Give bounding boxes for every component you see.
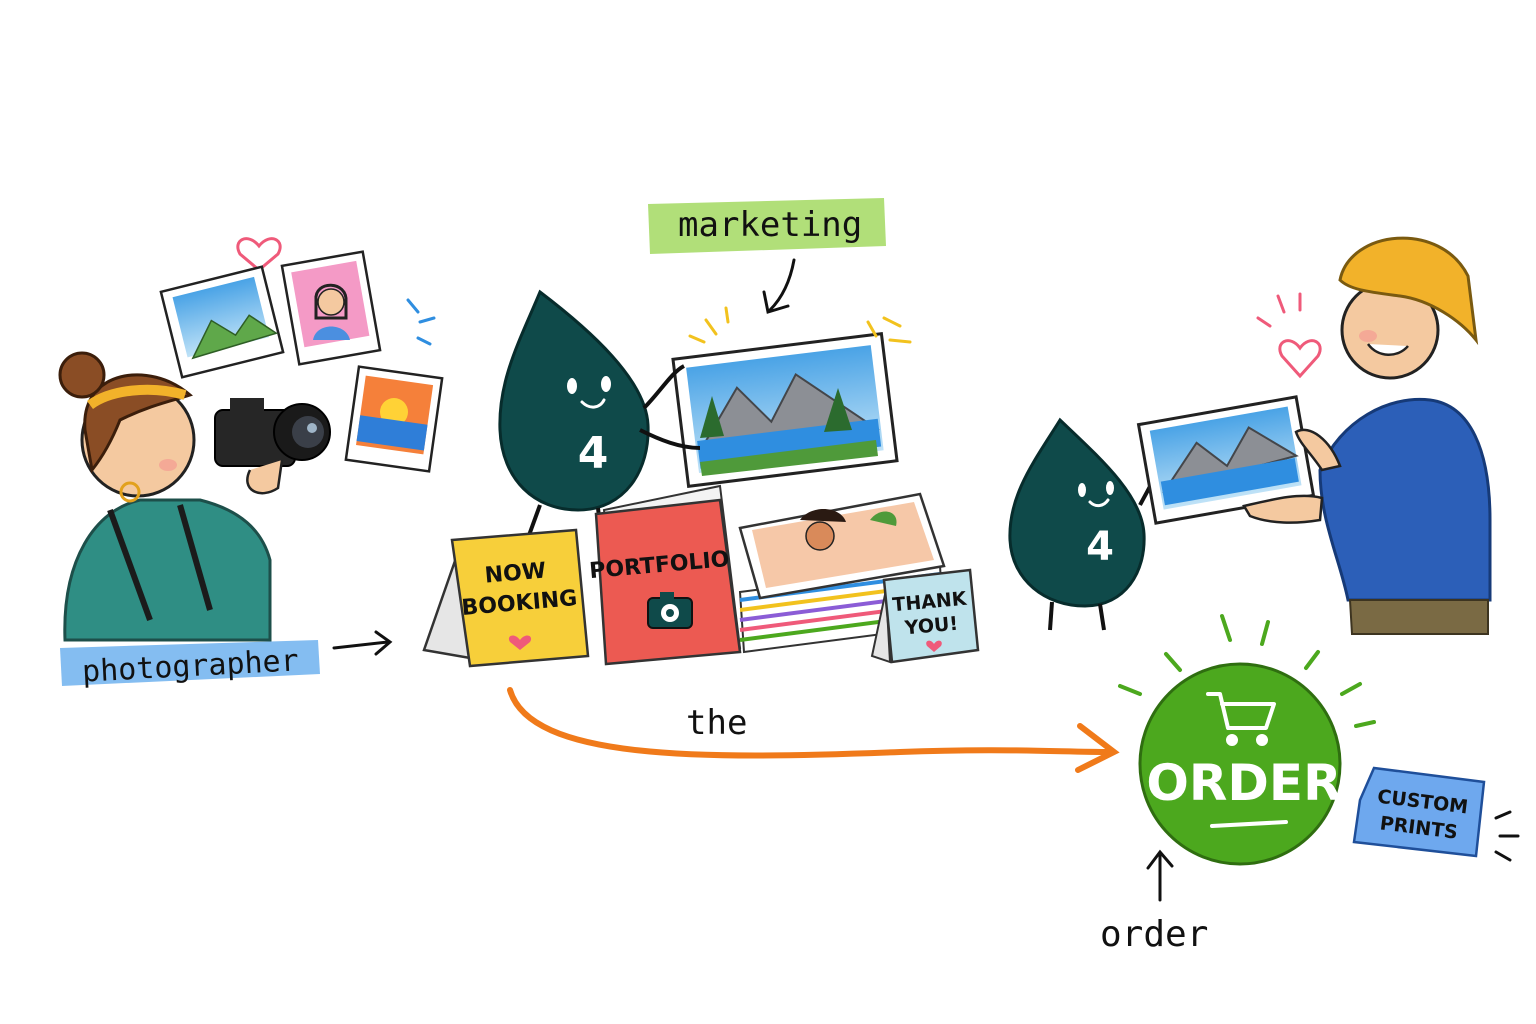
photo-landscape-polaroid (159, 265, 285, 379)
photo-sunset-polaroid (344, 365, 444, 473)
arrow-right-icon (332, 630, 393, 656)
now-booking-card: NOW BOOKING (422, 528, 590, 668)
portfolio-booklet: PORTFOLIO (588, 484, 742, 666)
flow-arrow (507, 687, 1120, 773)
order-label: order (1100, 914, 1208, 955)
sparkle-icon (406, 298, 436, 346)
order-button-label: ORDER (1146, 754, 1341, 812)
marketing-label: marketing (648, 198, 886, 254)
thank-you-card: THANK YOU! (870, 568, 980, 664)
camera-icon (214, 398, 331, 495)
thank-you-text-2: YOU! (903, 613, 959, 640)
mascot-number: 4 (578, 428, 609, 479)
sparkle-icon (1118, 614, 1376, 728)
marketing-text: marketing (678, 205, 862, 245)
custom-prints-tag: CUSTOM PRINTS (1352, 766, 1486, 858)
customer-figure (1242, 236, 1492, 635)
landscape-print (671, 332, 899, 488)
order-button[interactable]: ORDER (1138, 662, 1342, 866)
mascot-number: 4 (1086, 524, 1114, 570)
customer-print (1136, 395, 1316, 525)
sparkle-icon (1494, 810, 1520, 862)
sparkle-icon (688, 306, 912, 344)
photographer-figure (58, 351, 272, 642)
cart-icon (1206, 692, 1276, 746)
camera-icon (647, 592, 693, 629)
photographer-label: photographer (60, 640, 320, 690)
now-booking-text-1: NOW (484, 558, 547, 588)
the-label: the (686, 703, 747, 743)
arrow-down-icon (762, 258, 796, 314)
heart-icon (1278, 339, 1322, 379)
arrow-up-icon (1146, 849, 1174, 902)
mascot-drop-right: 4 (1008, 417, 1162, 631)
sparkle-icon (1256, 292, 1302, 328)
photo-portrait-polaroid (280, 250, 382, 366)
heart-icon (236, 237, 282, 272)
